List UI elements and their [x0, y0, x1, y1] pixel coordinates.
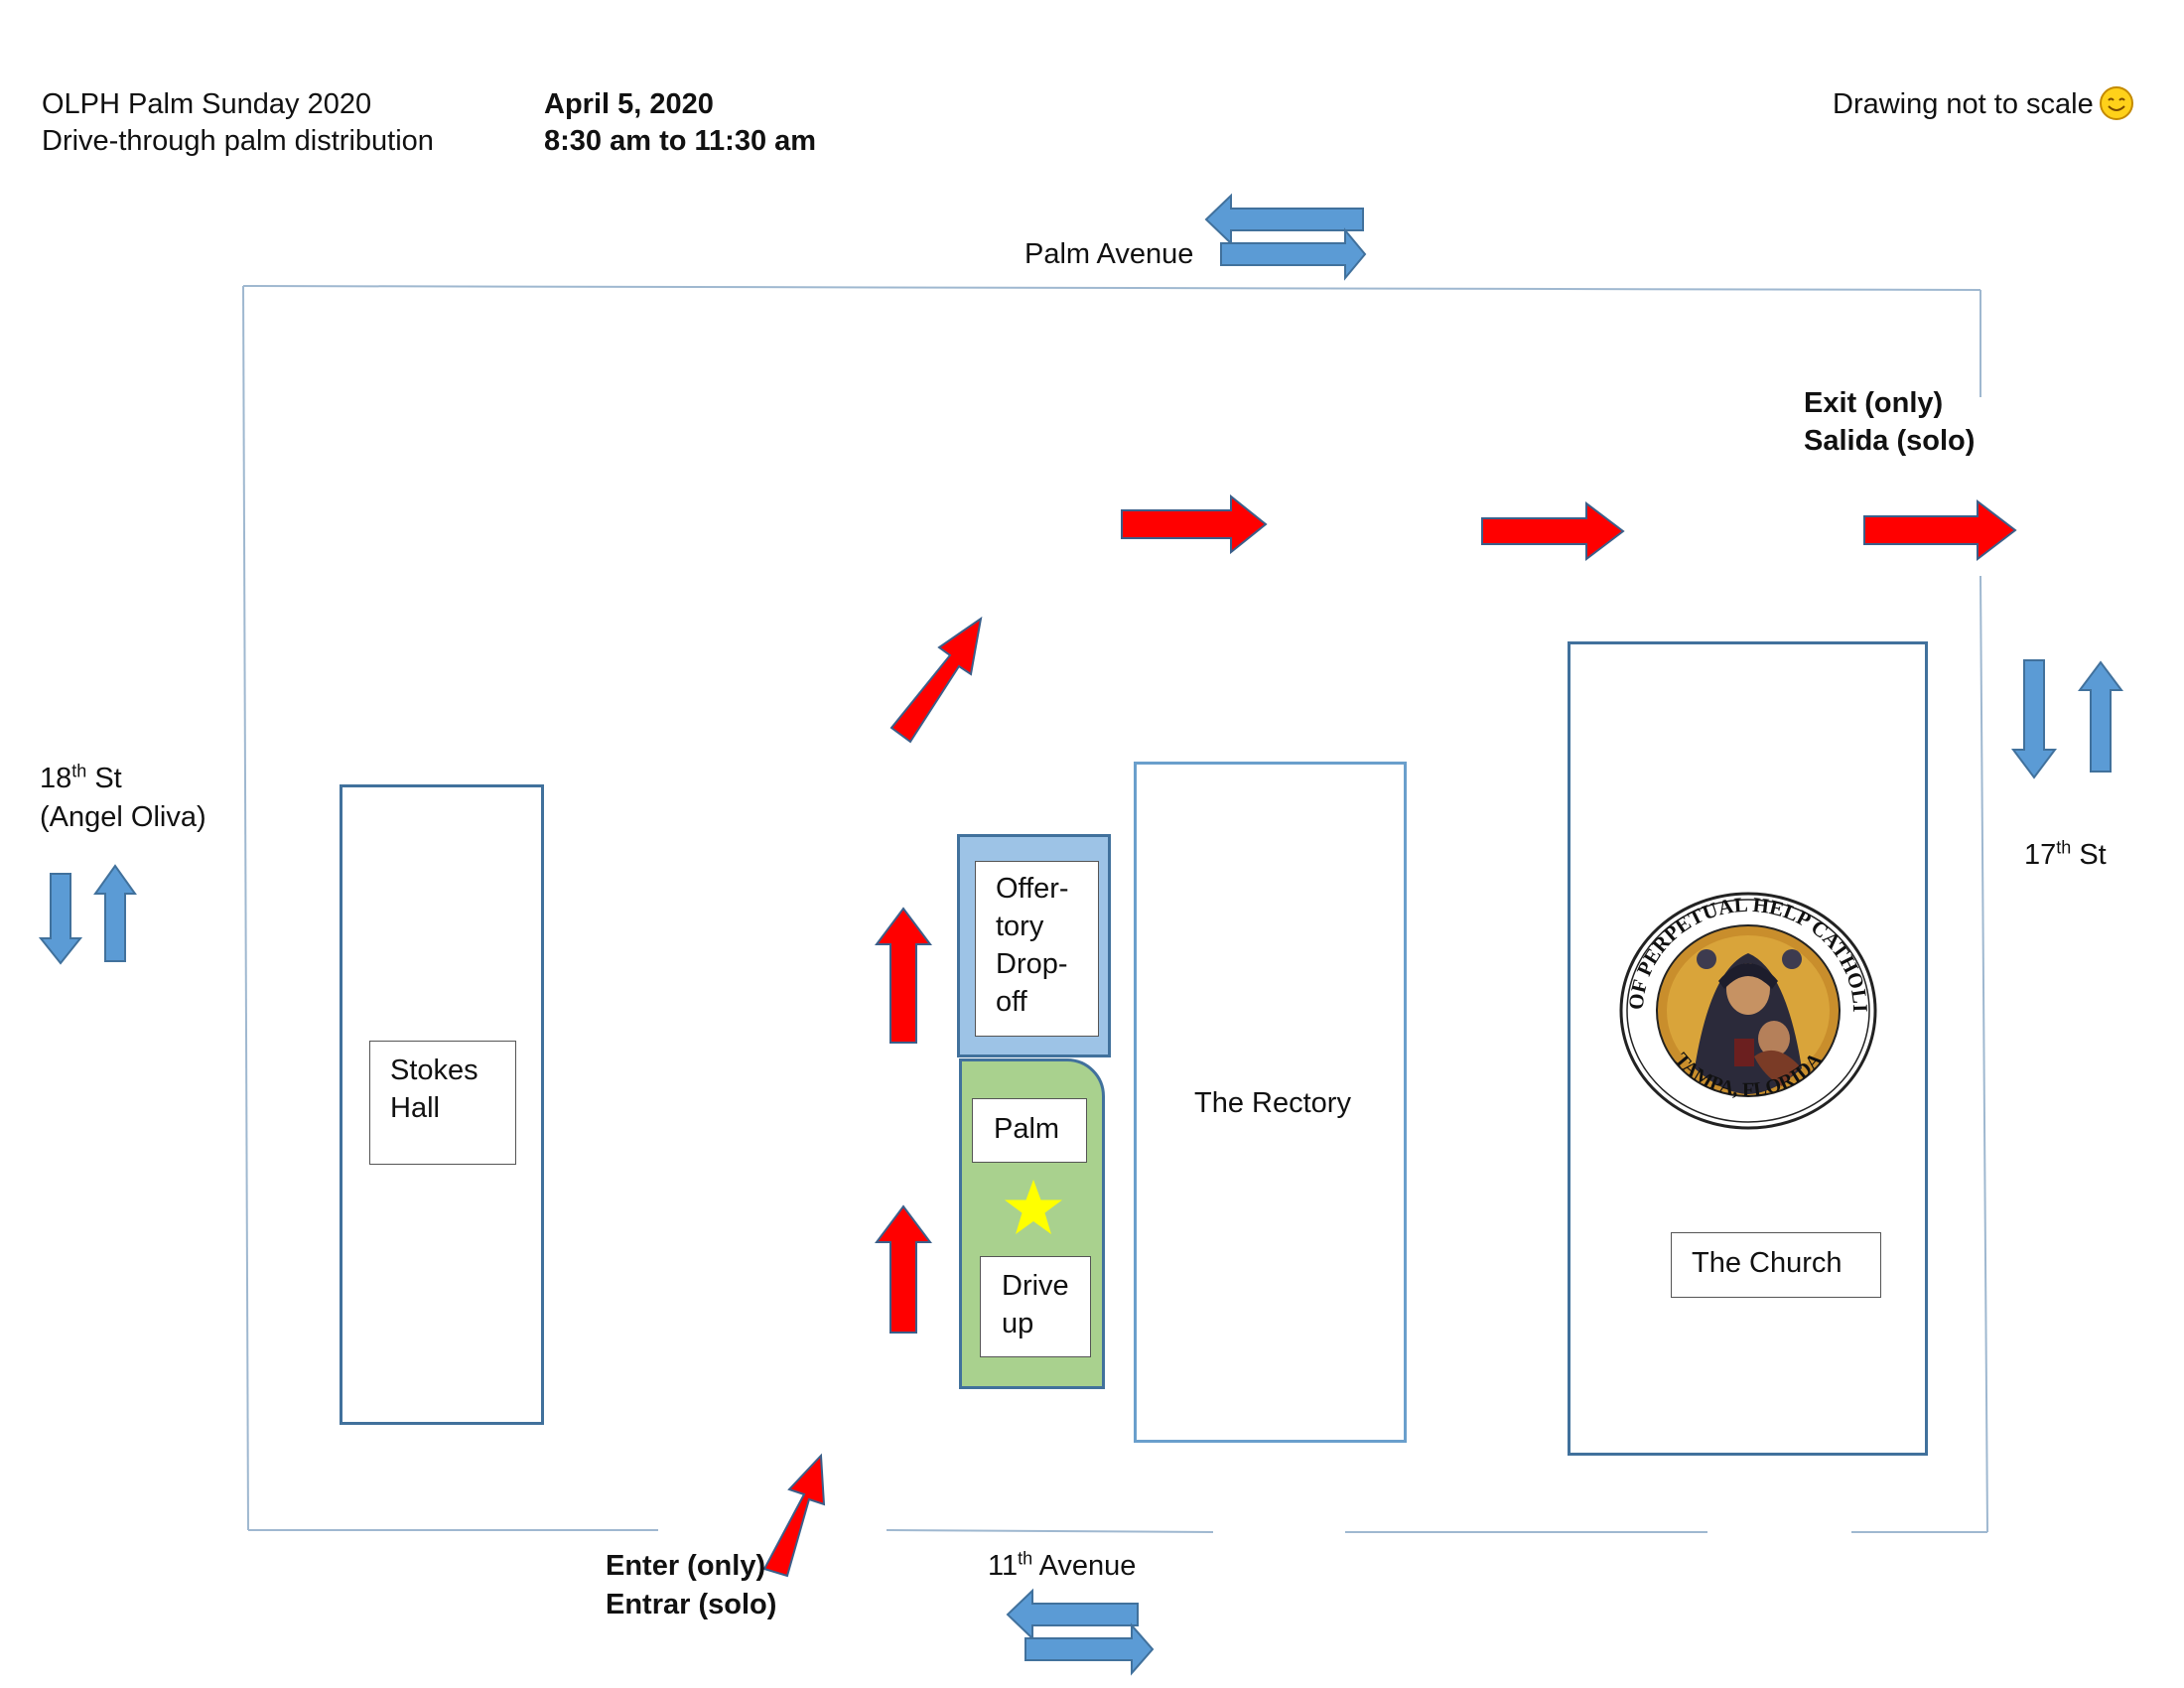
southbound-arrow: [2011, 659, 2057, 779]
smiley-icon: [2100, 86, 2133, 120]
drive-up-arrow: [875, 1204, 932, 1334]
westbound-arrow: [1006, 1588, 1139, 1641]
palm-label: Palm: [994, 1113, 1060, 1145]
street-18th-st: 18th St: [40, 761, 122, 794]
stokes-hall-label-box: Stokes Hall: [369, 1041, 516, 1165]
event-date: April 5, 2020: [544, 88, 714, 120]
event-time: 8:30 am to 11:30 am: [544, 125, 817, 157]
rectory-building: [1134, 762, 1407, 1443]
lot-boundary: [242, 285, 1988, 1533]
scale-note: Drawing not to scale: [1833, 88, 2094, 120]
drive-up-label-box: Drive up: [980, 1256, 1091, 1357]
stokes-hall-label-line2: Hall: [390, 1092, 440, 1124]
stokes-hall-label-line1: Stokes: [390, 1055, 478, 1086]
exit-sign-es: Salida (solo): [1804, 425, 1976, 457]
event-title: OLPH Palm Sunday 2020: [42, 88, 372, 120]
northbound-arrow: [93, 864, 137, 962]
church-label-box: The Church: [1671, 1232, 1881, 1298]
church-label: The Church: [1692, 1247, 1843, 1279]
palm-label-box: Palm: [972, 1098, 1087, 1163]
street-palm-avenue: Palm Avenue: [1024, 238, 1194, 270]
offertory-label-line2: tory: [996, 911, 1044, 942]
star-icon: [1005, 1180, 1062, 1234]
rectory-label: The Rectory: [1194, 1087, 1351, 1119]
northbound-arrow: [2078, 660, 2123, 773]
exit-lane-arrow-2: [1481, 500, 1625, 562]
street-17th-st: 17th St: [2024, 837, 2107, 871]
southbound-arrow: [38, 873, 83, 965]
street-18th-st-alt: (Angel Oliva): [40, 801, 206, 833]
drive-up-label-line2: up: [1002, 1308, 1034, 1339]
eastbound-arrow: [1024, 1622, 1155, 1676]
eleventh-avenue-arrows: [1006, 1588, 1155, 1676]
enter-sign-en: Enter (only): [606, 1550, 766, 1582]
offertory-label-line4: off: [996, 986, 1027, 1018]
palm-avenue-arrows: [1204, 193, 1367, 281]
exit-lane-arrow-1: [1121, 493, 1268, 555]
offertory-label-line3: Drop-: [996, 948, 1068, 980]
westbound-arrow: [1204, 193, 1364, 246]
eastbound-arrow: [1220, 227, 1367, 281]
enter-arrow: [762, 1453, 826, 1578]
diagonal-arrow: [889, 616, 983, 744]
seventeenth-street-arrows: [2011, 659, 2123, 779]
offertory-label-line1: Offer-: [996, 873, 1069, 905]
drive-up-label-line1: Drive: [1002, 1270, 1069, 1302]
exit-arrow: [1863, 498, 2017, 562]
church-seal-logo: OUR LADY OF PERPETUAL HELP CATHOLIC CHUR…: [1615, 890, 1877, 1130]
enter-sign-es: Entrar (solo): [606, 1589, 777, 1620]
offertory-label-box: Offer- tory Drop- off: [975, 861, 1099, 1037]
traffic-flow-arrows: [762, 493, 2017, 1578]
event-subtitle: Drive-through palm distribution: [42, 125, 434, 157]
street-11th-avenue: 11th Avenue: [988, 1548, 1137, 1582]
offertory-arrow: [875, 907, 932, 1044]
exit-sign-en: Exit (only): [1804, 387, 1944, 419]
eighteenth-street-arrows: [38, 864, 137, 965]
